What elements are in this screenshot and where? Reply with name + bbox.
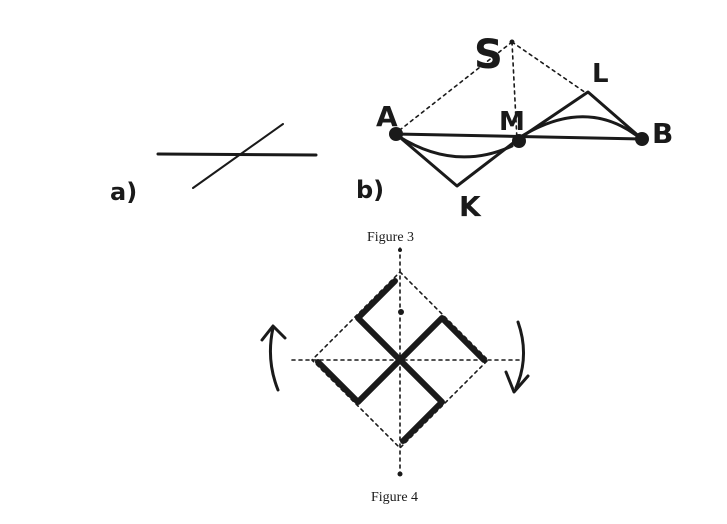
right-rotation-arrow-icon [504, 320, 530, 394]
label-a: a) [110, 178, 137, 206]
point-b-dot [635, 132, 649, 146]
horizontal-line [156, 152, 318, 157]
dashed-diamond [311, 271, 489, 449]
point-s-dot [509, 39, 515, 45]
pinwheel-arm-top [355, 278, 403, 363]
label-point-b: B [652, 117, 673, 150]
triangle-a-k-m [394, 132, 519, 188]
arc-m-b [520, 115, 638, 138]
dashed-line-s-l [511, 41, 587, 94]
label-point-m: M [499, 107, 525, 137]
bottom-axis-end-dot [397, 471, 403, 477]
top-axis-end-dot [398, 248, 402, 252]
dashed-line-s-a [395, 41, 513, 134]
figure-3b-construction: S A M L B K [376, 32, 673, 223]
dashed-line-s-m [511, 41, 518, 141]
pinwheel-arm-left [315, 357, 403, 405]
point-a-dot [389, 127, 403, 141]
label-b: b) [356, 176, 384, 204]
pinwheel-arm-right [397, 315, 487, 363]
left-rotation-arrow-icon [260, 324, 287, 392]
label-point-l: L [592, 59, 609, 89]
label-point-k: K [459, 190, 482, 223]
pinwheel-shape [315, 278, 487, 444]
triangle-m-l-b [515, 90, 644, 142]
figure-3: a) S A M L B K [110, 32, 673, 245]
figure-4: Figure 4 [260, 247, 530, 505]
point-m-dot [512, 134, 526, 148]
pinwheel-arm-bottom [397, 357, 445, 444]
figure-3a-crossing-lines [156, 123, 318, 189]
slanted-line [192, 123, 284, 189]
inner-dot [398, 309, 404, 315]
figure-4-caption: Figure 4 [371, 490, 418, 505]
figure-3-caption: Figure 3 [367, 230, 414, 245]
center-dot [396, 356, 404, 364]
label-point-a: A [376, 100, 398, 133]
label-s: S [474, 32, 503, 78]
arc-a-m [396, 134, 514, 159]
